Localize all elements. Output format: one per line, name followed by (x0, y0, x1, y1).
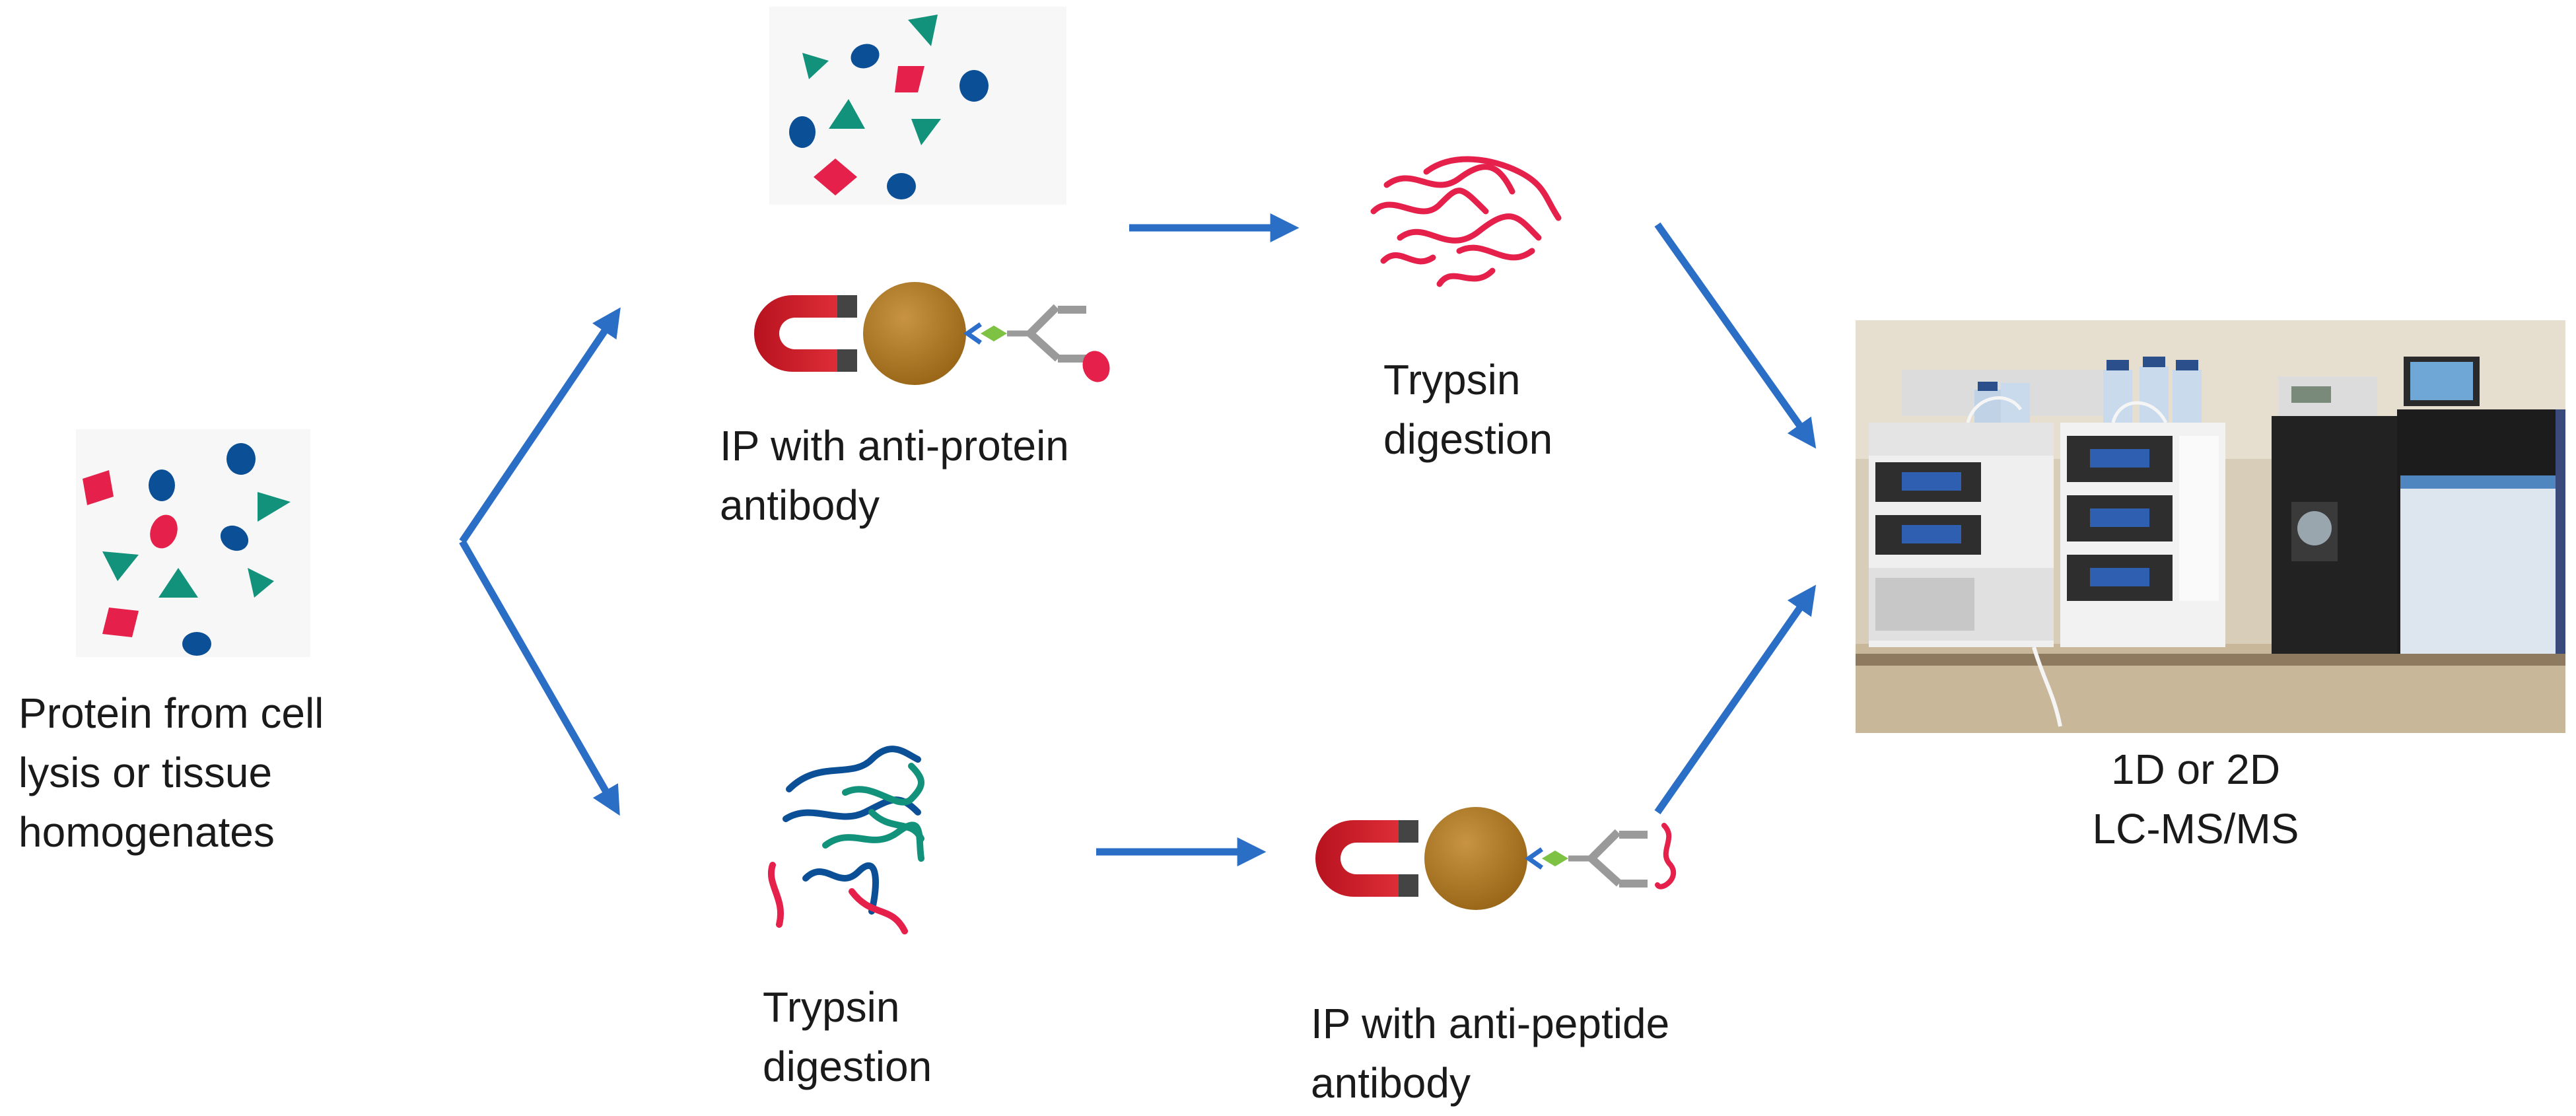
arrow-top-digest-to-ms (1654, 222, 1817, 449)
start-label-line1: Protein from cell (18, 689, 324, 737)
peptide-fragments-bottom (768, 746, 924, 934)
top-digest-label-line1: Trypsin (1383, 356, 1521, 403)
end-label-line2: LC-MS/MS (2092, 805, 2299, 853)
bottom-ip-label-line1: IP with anti-peptide (1311, 1000, 1670, 1047)
bottom-digest-label-line1: Trypsin (763, 983, 900, 1031)
top-digest-label: Trypsin digestion (1383, 350, 1552, 469)
protein-mixture-icon (76, 429, 310, 657)
arrow-split-down (459, 540, 620, 816)
start-label-line3: homogenates (18, 808, 275, 856)
start-label: Protein from cell lysis or tissue homoge… (18, 683, 324, 862)
top-digest-label-line2: digestion (1383, 415, 1553, 463)
top-ip-mixture-icon (769, 7, 1066, 205)
start-label-line2: lysis or tissue (18, 749, 273, 796)
magnetic-bead-antibody-bottom (1315, 807, 1677, 910)
arrow-bottom-ip-to-ms (1654, 584, 1817, 815)
top-ip-label-line2: antibody (720, 481, 880, 529)
top-ip-label: IP with anti-protein antibody (720, 416, 1069, 535)
bottom-digest-label: Trypsin digestion (763, 977, 932, 1096)
end-label-line1: 1D or 2D (2110, 746, 2281, 793)
magnetic-bead-antibody-top (754, 282, 1110, 386)
end-label: 1D or 2D LC-MS/MS (2047, 740, 2344, 858)
arrow-split-up (459, 307, 621, 544)
bottom-ip-label-line2: antibody (1311, 1059, 1471, 1107)
bottom-ip-label: IP with anti-peptide antibody (1311, 994, 1669, 1113)
bottom-digest-label-line2: digestion (763, 1043, 932, 1090)
lc-ms-instrument-photo (1856, 320, 2565, 733)
top-ip-label-line1: IP with anti-protein (720, 422, 1069, 470)
peptide-fragments-top (1367, 149, 1565, 294)
